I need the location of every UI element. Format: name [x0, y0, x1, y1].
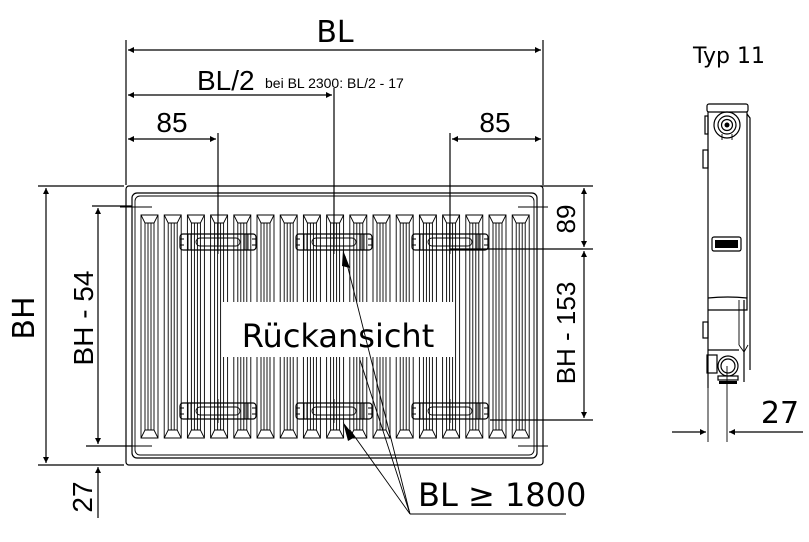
- label-bl-half: BL/2: [197, 65, 255, 96]
- title-background: [222, 302, 454, 357]
- dimension-bl-half: BL/2 bei BL 2300: BL/2 - 17: [128, 65, 404, 245]
- type-label: Typ 11: [692, 44, 765, 69]
- label-right-85: 85: [479, 107, 510, 138]
- note-bl-min: BL ≥ 1800: [418, 476, 586, 514]
- label-side-27: 27: [761, 396, 799, 431]
- radiator-fin: [163, 214, 182, 439]
- dimension-right-85: 85: [449, 107, 541, 245]
- label-bottom-27: 27: [67, 481, 98, 512]
- top-valve-icon: [713, 111, 741, 140]
- mounting-bracket: [411, 399, 489, 423]
- bottom-valve-icon: [717, 355, 739, 384]
- dimension-side-27: 27: [672, 366, 803, 442]
- note-leader: BL ≥ 1800: [342, 250, 586, 515]
- mounting-bracket: [179, 230, 257, 254]
- radiator-fin: [511, 214, 530, 439]
- side-view: Typ 11: [672, 44, 803, 442]
- radiator-brackets: [179, 230, 489, 423]
- label-left-85: 85: [156, 107, 187, 138]
- mounting-bracket: [295, 230, 373, 254]
- dimension-bh-54: BH - 54: [68, 205, 132, 447]
- dimension-left-85: 85: [128, 107, 219, 245]
- dimension-bottom-27: 27: [67, 467, 101, 518]
- label-bl: BL: [316, 15, 354, 50]
- radiator-fin: [186, 214, 205, 439]
- dimension-top-89: 89: [450, 185, 593, 250]
- mounting-bracket: [179, 399, 257, 423]
- mounting-bracket: [295, 399, 373, 423]
- mounting-bracket: [411, 230, 489, 254]
- dimension-bh-153: BH - 153: [490, 251, 593, 421]
- radiator-fin: [488, 214, 507, 439]
- label-bl-half-note: bei BL 2300: BL/2 - 17: [265, 75, 404, 91]
- view-title: Rückansicht: [242, 317, 435, 355]
- radiator-fin: [465, 214, 484, 439]
- radiator-frame: [120, 185, 548, 466]
- label-top-89: 89: [551, 205, 581, 234]
- brand-logo-icon: [711, 236, 742, 252]
- radiator-fin: [140, 214, 159, 439]
- dimension-bl: BL: [125, 15, 544, 185]
- label-bh: BH: [7, 296, 42, 339]
- dimension-bh: BH: [7, 185, 124, 466]
- label-bh-54: BH - 54: [68, 271, 99, 366]
- label-bh-153: BH - 153: [551, 282, 581, 385]
